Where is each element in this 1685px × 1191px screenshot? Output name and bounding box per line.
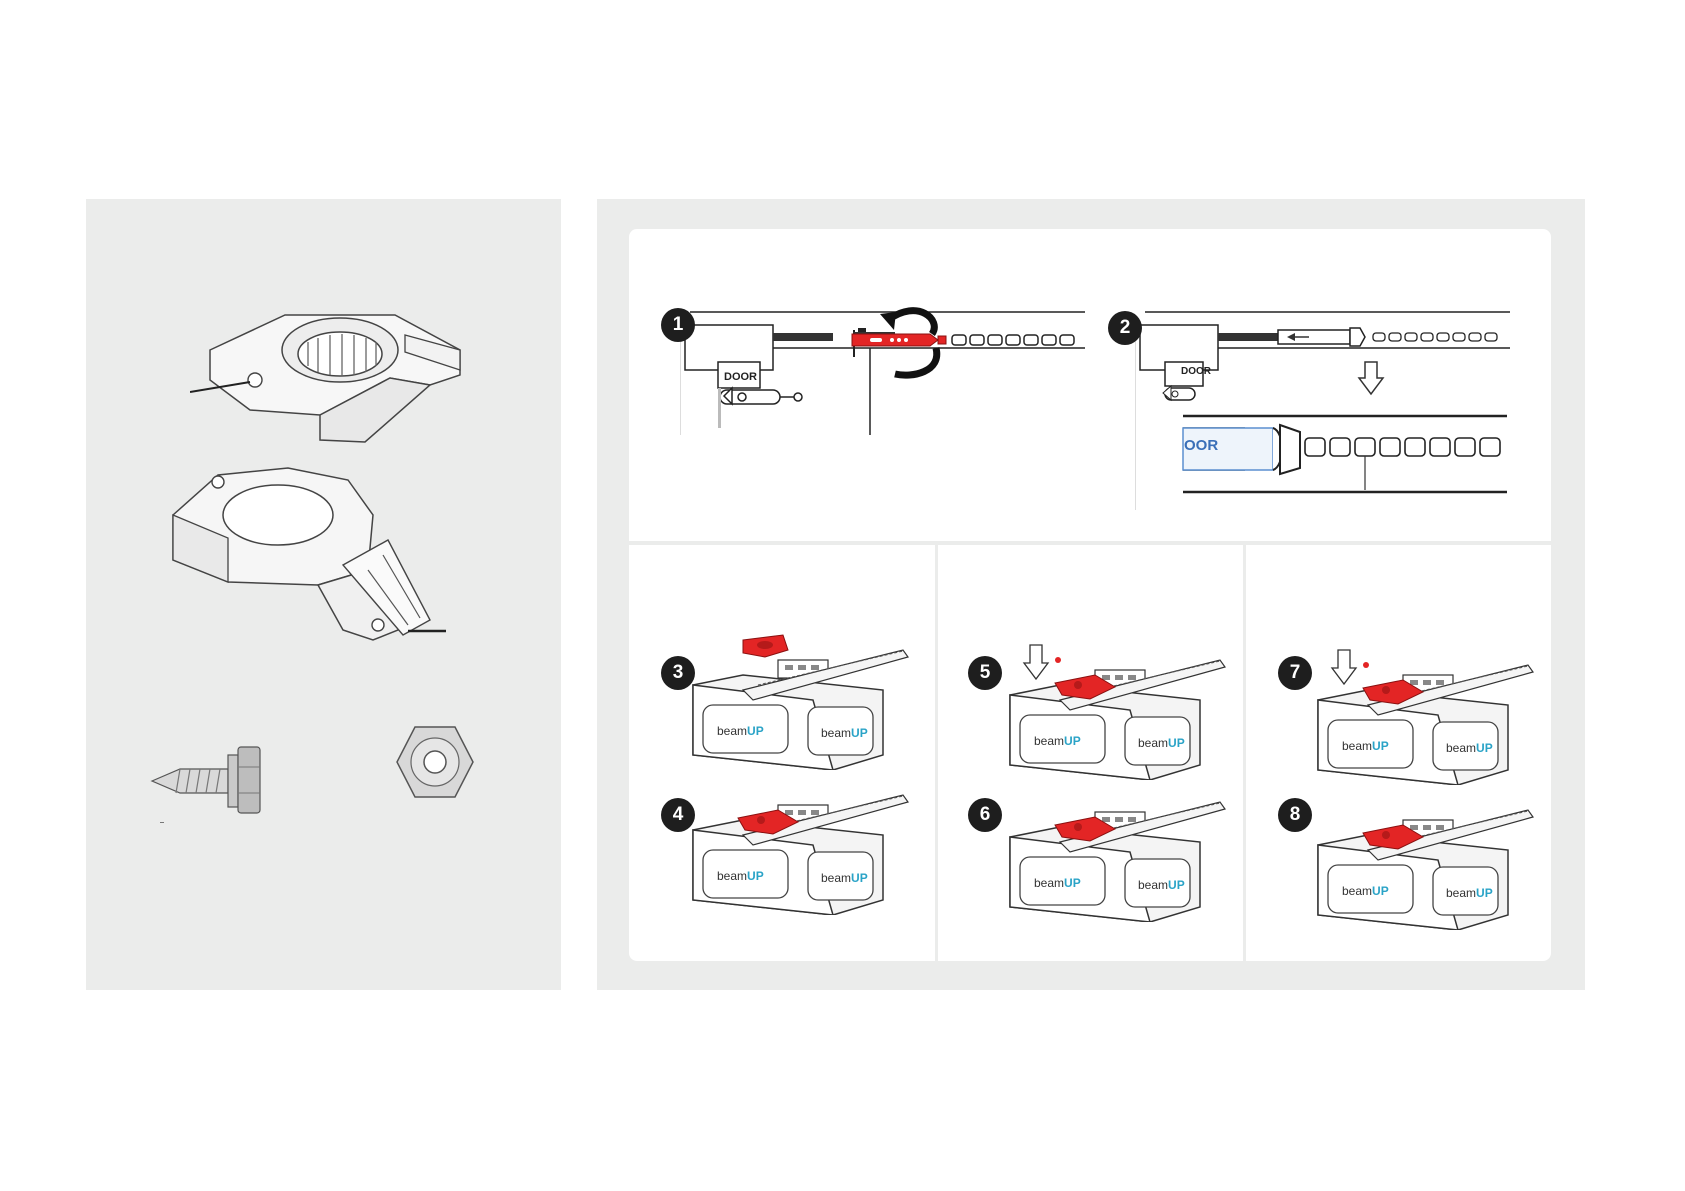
brand-suffix: UP (1168, 736, 1185, 750)
brand-suffix: UP (1064, 734, 1081, 748)
brand-prefix: beam (1034, 734, 1064, 748)
brand-prefix: beam (1034, 876, 1064, 890)
step-badge-6: 6 (968, 798, 1002, 832)
sprocket-cover-icon (190, 300, 470, 450)
step-badge-7: 7 (1278, 656, 1312, 690)
brand-suffix: UP (851, 726, 868, 740)
door-label-zoom: OOR (1184, 437, 1218, 454)
step-6-opener-illustration (1000, 782, 1230, 922)
brand-suffix: UP (747, 869, 764, 883)
step-8-opener-illustration (1308, 790, 1538, 930)
hex-screw-icon (150, 745, 265, 815)
step-7-side-brand-label: beamUP (1446, 741, 1493, 755)
step-6-front-brand-label: beamUP (1034, 876, 1081, 890)
brand-suffix: UP (1476, 886, 1493, 900)
brand-suffix: UP (1168, 878, 1185, 892)
brand-suffix: UP (851, 871, 868, 885)
brand-prefix: beam (821, 726, 851, 740)
step-3-opener-illustration (683, 630, 913, 770)
step-5-opener-illustration (1000, 640, 1230, 780)
step-8-front-brand-label: beamUP (1342, 884, 1389, 898)
step-8-side-brand-label: beamUP (1446, 886, 1493, 900)
brand-prefix: beam (1138, 878, 1168, 892)
brand-prefix: beam (1138, 736, 1168, 750)
step-4-side-brand-label: beamUP (821, 871, 868, 885)
sprocket-cover-top-illustration (190, 300, 470, 450)
brand-prefix: beam (1446, 741, 1476, 755)
step-3-side-brand-label: beamUP (821, 726, 868, 740)
brand-prefix: beam (717, 724, 747, 738)
step-5-side-brand-label: beamUP (1138, 736, 1185, 750)
hex-screw-illustration (150, 745, 265, 815)
hex-nut-illustration (395, 722, 475, 802)
step-3-front-brand-label: beamUP (717, 724, 764, 738)
door-label: DOOR (724, 371, 757, 383)
step-badge-8: 8 (1278, 798, 1312, 832)
brand-suffix: UP (747, 724, 764, 738)
brand-suffix: UP (1476, 741, 1493, 755)
brand-prefix: beam (1342, 739, 1372, 753)
step-7-front-brand-label: beamUP (1342, 739, 1389, 753)
step-badge-5: 5 (968, 656, 1002, 690)
sprocket-base-icon (168, 460, 458, 645)
step-6-side-brand-label: beamUP (1138, 878, 1185, 892)
brand-prefix: beam (1446, 886, 1476, 900)
step-5-front-brand-label: beamUP (1034, 734, 1081, 748)
step-7-opener-illustration (1308, 645, 1538, 785)
screw-dimension-mark (160, 822, 164, 823)
step-2-illustration (1135, 300, 1515, 510)
step-1-illustration (680, 300, 1085, 435)
step-badge-1: 1 (661, 308, 695, 342)
brand-prefix: beam (821, 871, 851, 885)
brand-suffix: UP (1372, 884, 1389, 898)
brand-prefix: beam (1342, 884, 1372, 898)
door-label-2: DOOR (1181, 366, 1211, 377)
brand-suffix: UP (1064, 876, 1081, 890)
step-4-front-brand-label: beamUP (717, 869, 764, 883)
step-badge-2: 2 (1108, 311, 1142, 345)
hex-nut-icon (395, 722, 475, 802)
sprocket-cover-base-illustration (168, 460, 458, 645)
brand-prefix: beam (717, 869, 747, 883)
step-4-opener-illustration (683, 775, 913, 915)
brand-suffix: UP (1372, 739, 1389, 753)
